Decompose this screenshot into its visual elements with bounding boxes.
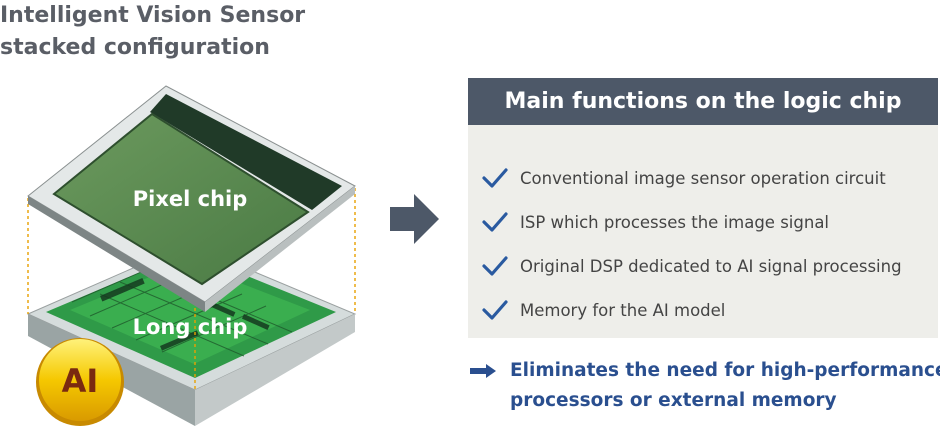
result-text: Eliminates the need for high-performance…: [510, 356, 940, 416]
long-chip-label: Long chip: [133, 315, 248, 339]
arrow-right-icon: [470, 364, 496, 378]
pixel-chip: Pixel chip: [27, 85, 356, 312]
result-line-1: Eliminates the need for high-performance: [510, 360, 940, 381]
chip-stack-illustration: Long chip Pixel chip AI: [0, 70, 380, 444]
right-arrow-icon: [388, 193, 440, 249]
ai-badge: AI: [36, 338, 124, 426]
stack-guide-lines: [27, 188, 356, 390]
title-line-1: Intelligent Vision Sensor: [0, 3, 306, 28]
check-icon: [482, 212, 508, 232]
chip-stack-graphic: Long chip Pixel chip AI: [26, 85, 357, 426]
list-item: ISP which processes the image signal: [482, 200, 902, 244]
check-icon: [482, 168, 508, 188]
list-item: Conventional image sensor operation circ…: [482, 156, 902, 200]
title-line-2: stacked configuration: [0, 35, 270, 60]
result-line-2: processors or external memory: [510, 390, 837, 411]
logic-chip-functions-panel: Main functions on the logic chip Convent…: [468, 78, 938, 338]
panel-header: Main functions on the logic chip: [468, 78, 938, 125]
result-statement: Eliminates the need for high-performance…: [470, 356, 940, 416]
function-label: Original DSP dedicated to AI signal proc…: [520, 256, 902, 276]
check-icon: [482, 256, 508, 276]
diagram-title: Intelligent Vision Sensor stacked config…: [0, 0, 305, 64]
function-label: ISP which processes the image signal: [520, 212, 830, 232]
list-item: Original DSP dedicated to AI signal proc…: [482, 244, 902, 288]
ai-badge-label: AI: [62, 362, 99, 400]
function-label: Conventional image sensor operation circ…: [520, 168, 886, 188]
function-list: Conventional image sensor operation circ…: [482, 156, 902, 332]
list-item: Memory for the AI model: [482, 288, 902, 332]
pixel-chip-label: Pixel chip: [133, 187, 248, 211]
check-icon: [482, 300, 508, 320]
function-label: Memory for the AI model: [520, 300, 726, 320]
